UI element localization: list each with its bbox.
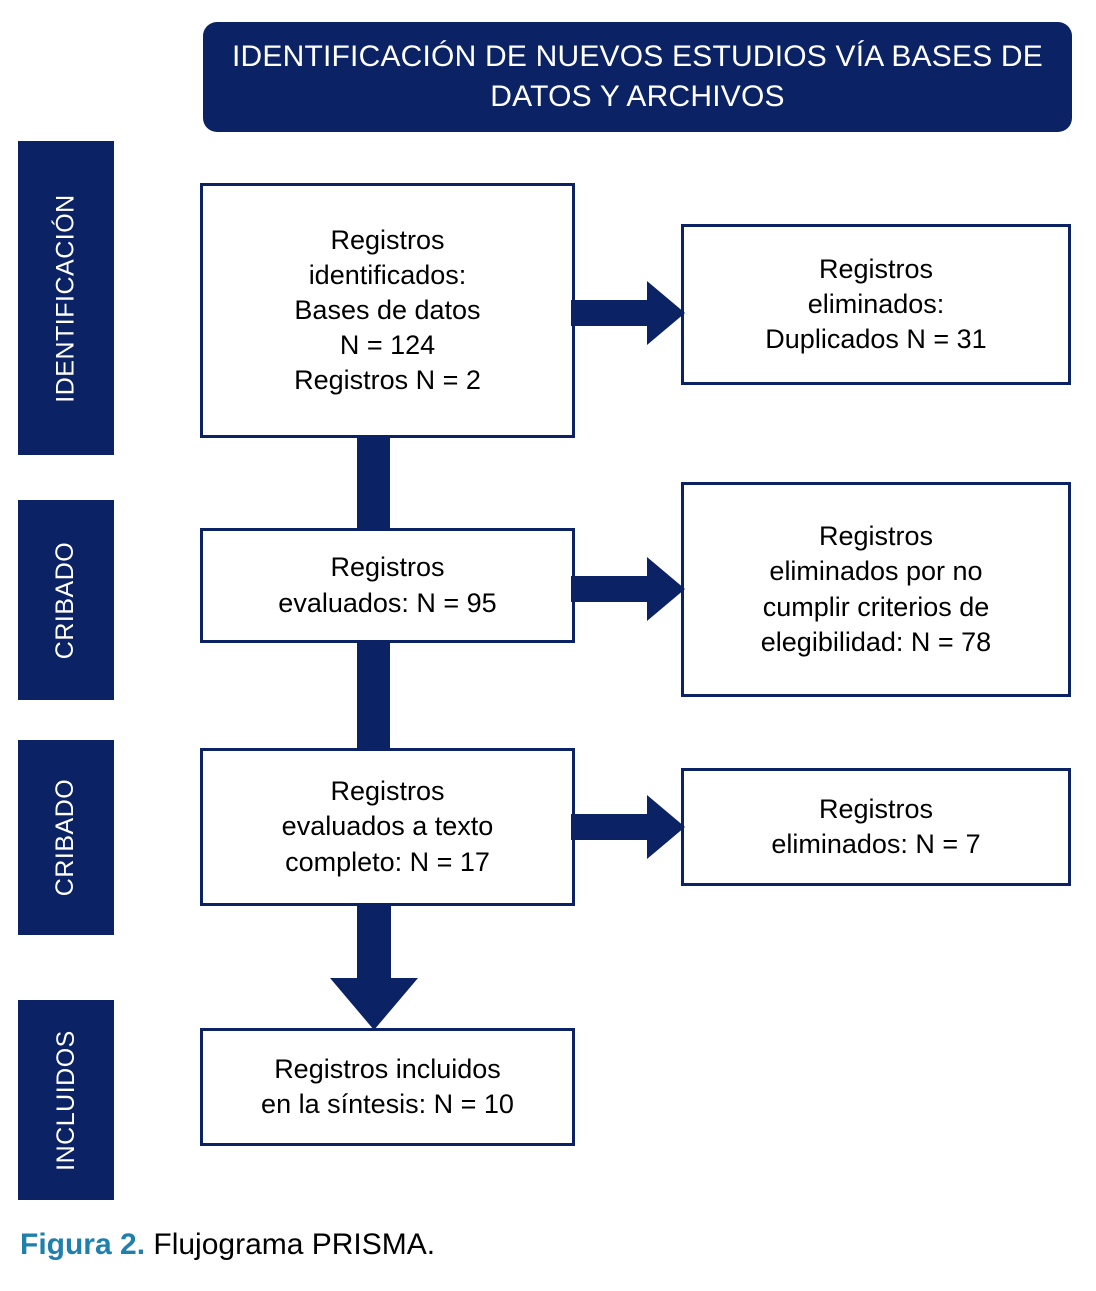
down-arrow-icon bbox=[330, 906, 418, 1030]
flow-box-text: Registros eliminados: Duplicados N = 31 bbox=[765, 253, 987, 355]
flow-box-text: Registros evaluados: N = 95 bbox=[278, 552, 497, 618]
flow-box-text: Registros evaluados a texto completo: N … bbox=[281, 776, 494, 877]
phase-label: CRIBADO bbox=[51, 778, 80, 897]
flow-box-eliminados-texto-completo: Registros eliminados: N = 7 bbox=[681, 768, 1071, 886]
right-arrow-icon-3 bbox=[571, 795, 685, 859]
flow-box-registros-texto-completo: Registros evaluados a texto completo: N … bbox=[200, 748, 575, 906]
flow-box-duplicados-eliminados: Registros eliminados: Duplicados N = 31 bbox=[681, 224, 1071, 385]
phase-bar-cribado-2: CRIBADO bbox=[18, 740, 114, 935]
diagram-header-banner: IDENTIFICACIÓN DE NUEVOS ESTUDIOS VÍA BA… bbox=[203, 22, 1072, 132]
figure-caption-label: Figura 2. bbox=[20, 1228, 146, 1261]
phase-bar-incluidos: INCLUIDOS bbox=[18, 1000, 114, 1200]
flow-box-text: Registros identificados: Bases de datos … bbox=[294, 224, 481, 396]
flow-box-text: Registros eliminados por no cumplir crit… bbox=[760, 521, 992, 657]
flow-box-text: Registros eliminados: N = 7 bbox=[771, 793, 981, 859]
flow-box-registros-incluidos: Registros incluidos en la síntesis: N = … bbox=[200, 1028, 575, 1146]
flow-box-eliminados-elegibilidad: Registros eliminados por no cumplir crit… bbox=[681, 482, 1071, 697]
flow-box-registros-evaluados: Registros evaluados: N = 95 bbox=[200, 528, 575, 643]
phase-bar-identificacion: IDENTIFICACIÓN bbox=[18, 141, 114, 455]
right-arrow-icon-2 bbox=[571, 557, 685, 621]
vertical-connector-2 bbox=[357, 643, 390, 750]
phase-label: INCLUIDOS bbox=[51, 1029, 80, 1171]
right-arrow-icon-1 bbox=[571, 281, 685, 345]
phase-bar-cribado-1: CRIBADO bbox=[18, 500, 114, 700]
diagram-header-title: IDENTIFICACIÓN DE NUEVOS ESTUDIOS VÍA BA… bbox=[231, 40, 1044, 113]
phase-label: IDENTIFICACIÓN bbox=[51, 193, 80, 403]
figure-caption: Figura 2. Flujograma PRISMA. bbox=[20, 1228, 435, 1262]
figure-caption-text: Flujograma PRISMA. bbox=[145, 1228, 436, 1261]
flow-box-text: Registros incluidos en la síntesis: N = … bbox=[261, 1053, 514, 1119]
vertical-connector-1 bbox=[357, 438, 390, 530]
phase-label: CRIBADO bbox=[51, 541, 80, 659]
flow-box-registros-identificados: Registros identificados: Bases de datos … bbox=[200, 183, 575, 438]
